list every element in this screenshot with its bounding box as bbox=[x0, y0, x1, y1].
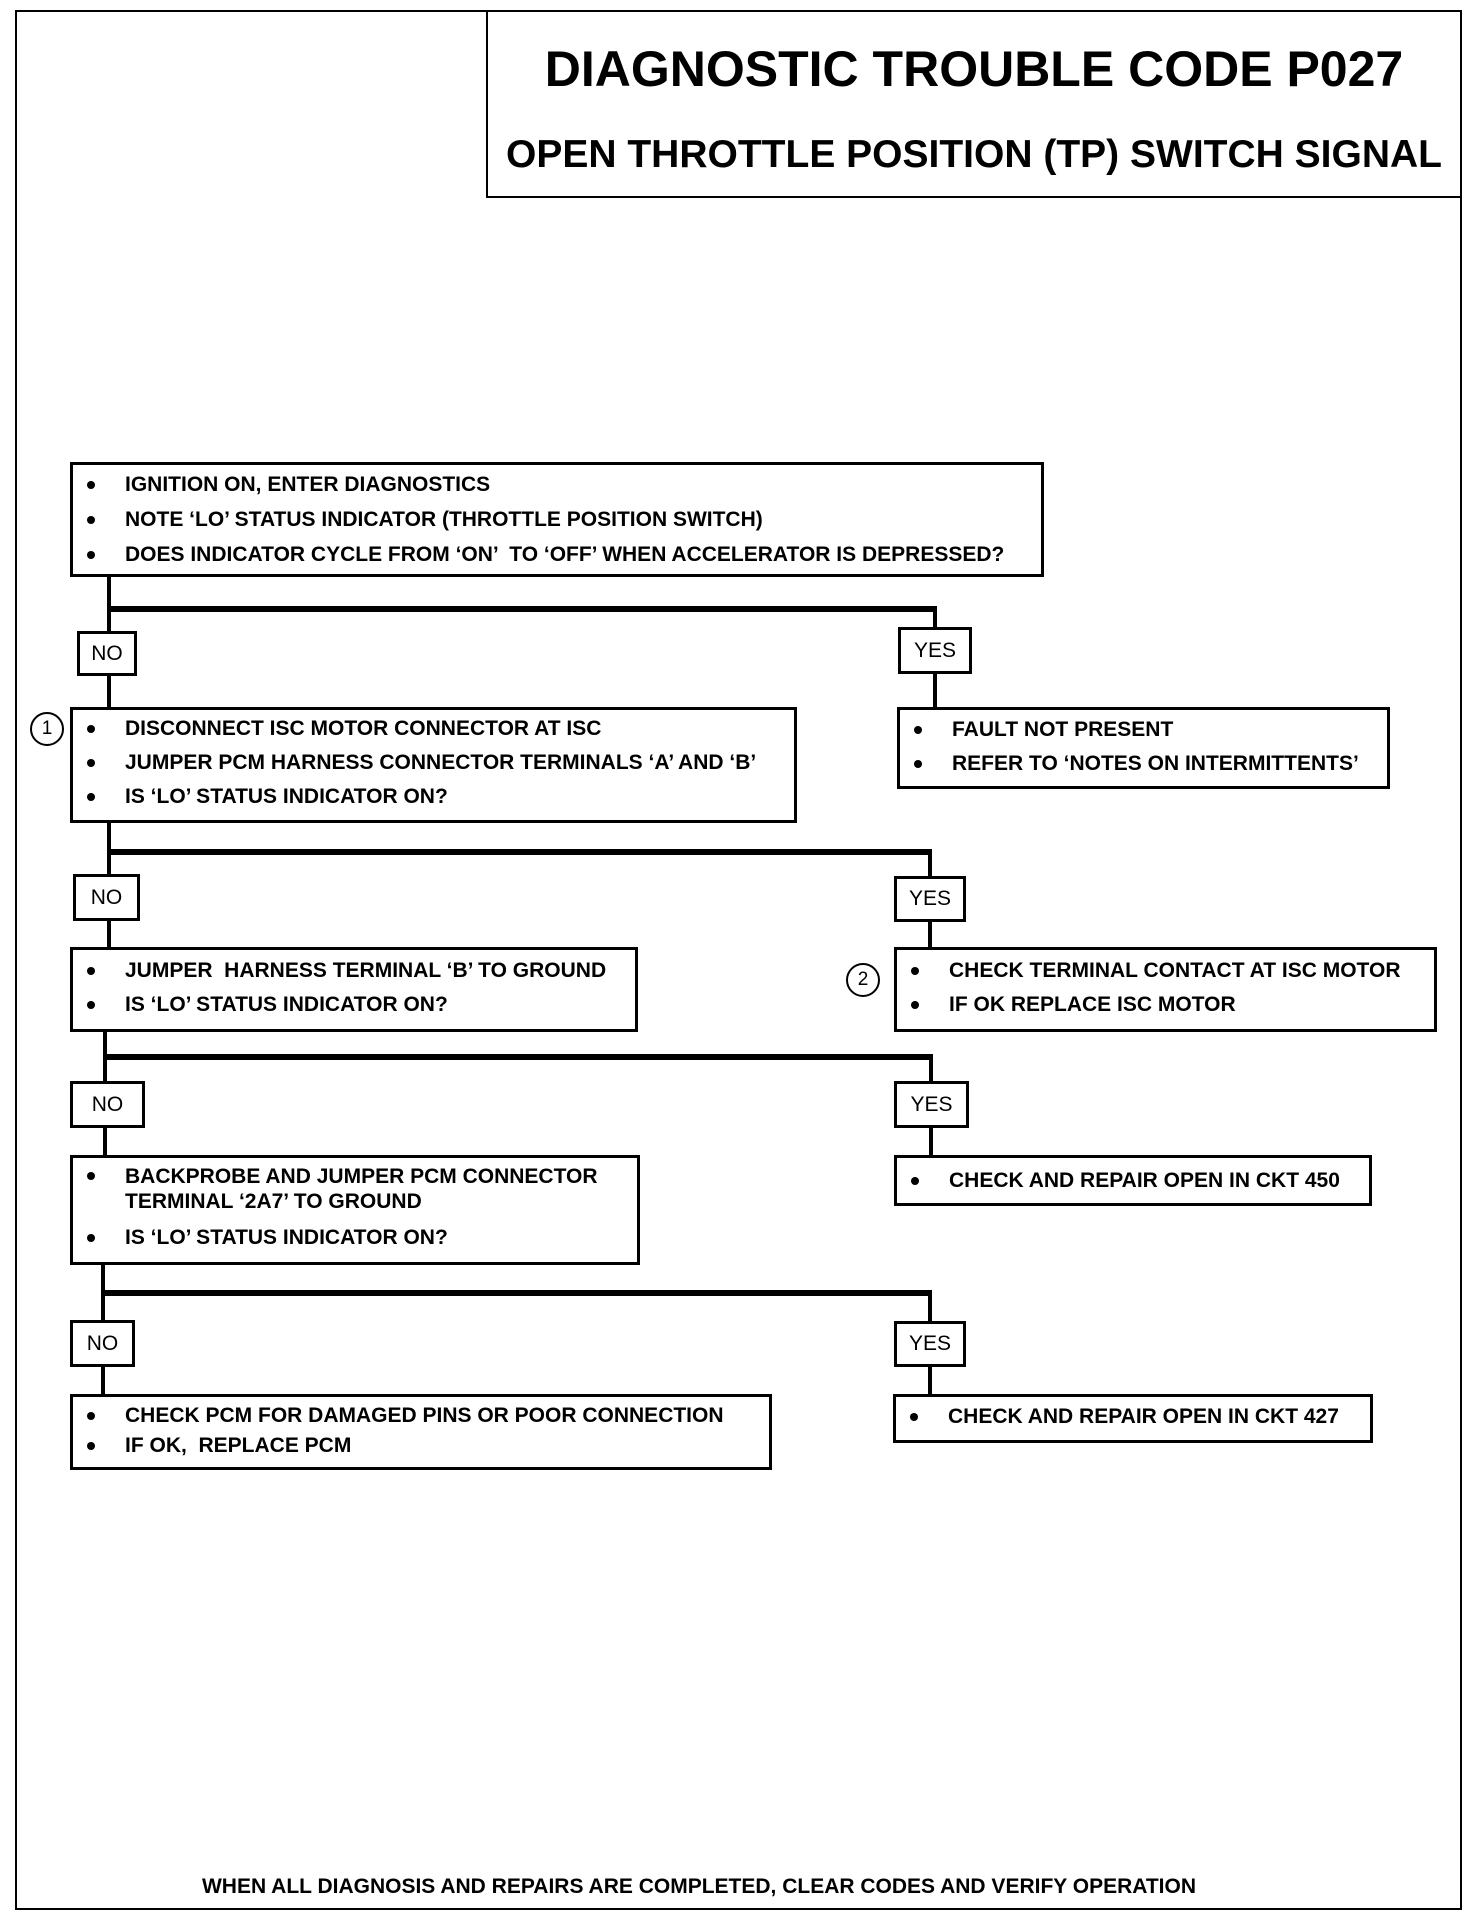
bullet-dot bbox=[911, 1177, 919, 1185]
step-4-yes-box: CHECK AND REPAIR OPEN IN CKT 427 bbox=[893, 1394, 1373, 1443]
bullet-dot bbox=[87, 1172, 95, 1180]
step-item-text: BACKPROBE AND JUMPER PCM CONNECTOR bbox=[125, 1165, 598, 1188]
branch-yes-label: YES bbox=[894, 1081, 969, 1128]
step-item: JUMPER HARNESS TERMINAL ‘B’ TO GROUND bbox=[73, 954, 635, 988]
title-block: DIAGNOSTIC TROUBLE CODE P027 OPEN THROTT… bbox=[486, 10, 1462, 198]
step-box-3: JUMPER HARNESS TERMINAL ‘B’ TO GROUND IS… bbox=[70, 947, 638, 1032]
step-item-text: CHECK AND REPAIR OPEN IN CKT 450 bbox=[949, 1169, 1340, 1192]
step-4-no-box: CHECK PCM FOR DAMAGED PINS OR POOR CONNE… bbox=[70, 1394, 772, 1470]
step-item: CHECK TERMINAL CONTACT AT ISC MOTOR bbox=[897, 954, 1434, 988]
step-item: CHECK AND REPAIR OPEN IN CKT 427 bbox=[896, 1400, 1370, 1434]
step-item: IS ‘LO’ STATUS INDICATOR ON? bbox=[73, 988, 635, 1022]
bullet-dot bbox=[87, 1412, 95, 1420]
connector-line bbox=[928, 1290, 932, 1321]
step-item: IGNITION ON, ENTER DIAGNOSTICS bbox=[73, 467, 1041, 502]
connector-line bbox=[928, 922, 932, 947]
step-item: NOTE ‘LO’ STATUS INDICATOR (THROTTLE POS… bbox=[73, 502, 1041, 537]
step-item: IS ‘LO’ STATUS INDICATOR ON? bbox=[73, 1225, 637, 1250]
bullet-dot bbox=[87, 793, 95, 801]
step-1-yes-box: FAULT NOT PRESENT REFER TO ‘NOTES ON INT… bbox=[897, 707, 1390, 789]
connector-line bbox=[103, 1054, 933, 1060]
step-marker: 1 bbox=[30, 712, 64, 746]
connector-line bbox=[928, 849, 932, 876]
step-item-text: DISCONNECT ISC MOTOR CONNECTOR AT ISC bbox=[125, 717, 602, 740]
bullet-dot bbox=[911, 967, 919, 975]
step-box-2: DISCONNECT ISC MOTOR CONNECTOR AT ISC JU… bbox=[70, 707, 797, 823]
bullet-dot bbox=[87, 967, 95, 975]
page-title: DIAGNOSTIC TROUBLE CODE P027 bbox=[544, 41, 1404, 97]
connector-line bbox=[107, 676, 111, 707]
step-item-text: CHECK PCM FOR DAMAGED PINS OR POOR CONNE… bbox=[125, 1404, 724, 1427]
step-item-text: IF OK REPLACE ISC MOTOR bbox=[949, 993, 1236, 1016]
step-item: IS ‘LO’ STATUS INDICATOR ON? bbox=[73, 780, 794, 814]
branch-yes-label: YES bbox=[894, 1321, 966, 1367]
step-marker: 2 bbox=[846, 963, 880, 997]
connector-line bbox=[107, 849, 932, 855]
bullet-dot bbox=[87, 1233, 95, 1242]
connector-line bbox=[929, 1054, 933, 1081]
step-item-text: REFER TO ‘NOTES ON INTERMITTENTS’ bbox=[952, 752, 1359, 775]
connector-line bbox=[101, 1290, 932, 1296]
step-item-text: JUMPER HARNESS TERMINAL ‘B’ TO GROUND bbox=[125, 959, 607, 982]
connector-line bbox=[933, 606, 937, 627]
step-item-text: IS ‘LO’ STATUS INDICATOR ON? bbox=[125, 785, 448, 808]
bullet-dot bbox=[87, 480, 95, 489]
step-item: CHECK PCM FOR DAMAGED PINS OR POOR CONNE… bbox=[73, 1401, 769, 1431]
bullet-dot bbox=[914, 760, 922, 768]
step-item: IF OK, REPLACE PCM bbox=[73, 1431, 769, 1461]
connector-line bbox=[107, 606, 937, 612]
bullet-dot bbox=[914, 726, 922, 734]
connector-line bbox=[107, 823, 111, 874]
step-box-4: BACKPROBE AND JUMPER PCM CONNECTOR TERMI… bbox=[70, 1155, 640, 1265]
branch-no-label: NO bbox=[70, 1081, 145, 1128]
connector-line bbox=[933, 674, 937, 707]
step-item-text: CHECK AND REPAIR OPEN IN CKT 427 bbox=[948, 1405, 1339, 1428]
step-item-text: DOES INDICATOR CYCLE FROM ‘ON’ TO ‘OFF’ … bbox=[125, 543, 1005, 566]
step-box-1: IGNITION ON, ENTER DIAGNOSTICS NOTE ‘LO’… bbox=[70, 462, 1044, 577]
step-item: BACKPROBE AND JUMPER PCM CONNECTOR TERMI… bbox=[73, 1164, 637, 1214]
step-item: DOES INDICATOR CYCLE FROM ‘ON’ TO ‘OFF’ … bbox=[73, 537, 1041, 572]
step-2-yes-box: CHECK TERMINAL CONTACT AT ISC MOTOR IF O… bbox=[894, 947, 1437, 1032]
connector-line bbox=[107, 577, 111, 631]
bullet-dot bbox=[87, 1442, 95, 1450]
step-item-text: IGNITION ON, ENTER DIAGNOSTICS bbox=[125, 473, 491, 496]
step-item: FAULT NOT PRESENT bbox=[900, 713, 1387, 747]
connector-line bbox=[103, 1128, 107, 1155]
branch-no-label: NO bbox=[73, 874, 140, 921]
step-item-text: CHECK TERMINAL CONTACT AT ISC MOTOR bbox=[949, 959, 1401, 982]
step-item: DISCONNECT ISC MOTOR CONNECTOR AT ISC bbox=[73, 712, 794, 746]
step-item-text: IS ‘LO’ STATUS INDICATOR ON? bbox=[125, 993, 448, 1016]
bullet-dot bbox=[87, 759, 95, 767]
bullet-dot bbox=[911, 1001, 919, 1009]
bullet-dot bbox=[87, 1001, 95, 1009]
step-item: IF OK REPLACE ISC MOTOR bbox=[897, 988, 1434, 1022]
bullet-dot bbox=[87, 515, 95, 524]
step-3-yes-box: CHECK AND REPAIR OPEN IN CKT 450 bbox=[894, 1155, 1372, 1206]
connector-line bbox=[928, 1367, 932, 1394]
page-subtitle: OPEN THROTTLE POSITION (TP) SWITCH SIGNA… bbox=[506, 133, 1442, 176]
step-item: REFER TO ‘NOTES ON INTERMITTENTS’ bbox=[900, 747, 1387, 781]
step-item-text: FAULT NOT PRESENT bbox=[952, 718, 1174, 741]
step-item-text: JUMPER PCM HARNESS CONNECTOR TERMINALS ‘… bbox=[125, 751, 757, 774]
step-item: CHECK AND REPAIR OPEN IN CKT 450 bbox=[897, 1164, 1369, 1198]
bullet-dot bbox=[87, 725, 95, 733]
connector-line bbox=[101, 1367, 105, 1394]
branch-yes-label: YES bbox=[894, 876, 966, 922]
branch-no-label: NO bbox=[70, 1320, 135, 1367]
branch-yes-label: YES bbox=[898, 627, 972, 674]
connector-line bbox=[929, 1128, 933, 1155]
step-item-text: TERMINAL ‘2A7’ TO GROUND bbox=[125, 1190, 422, 1213]
step-item-text: NOTE ‘LO’ STATUS INDICATOR (THROTTLE POS… bbox=[125, 508, 763, 531]
connector-line bbox=[107, 921, 111, 947]
step-item-text: IF OK, REPLACE PCM bbox=[125, 1434, 352, 1457]
bullet-dot bbox=[87, 550, 95, 559]
footer-note: WHEN ALL DIAGNOSIS AND REPAIRS ARE COMPL… bbox=[201, 1875, 1197, 1898]
branch-no-label: NO bbox=[77, 631, 137, 676]
step-item-text: IS ‘LO’ STATUS INDICATOR ON? bbox=[125, 1226, 448, 1249]
step-item: JUMPER PCM HARNESS CONNECTOR TERMINALS ‘… bbox=[73, 746, 794, 780]
bullet-dot bbox=[910, 1413, 918, 1421]
